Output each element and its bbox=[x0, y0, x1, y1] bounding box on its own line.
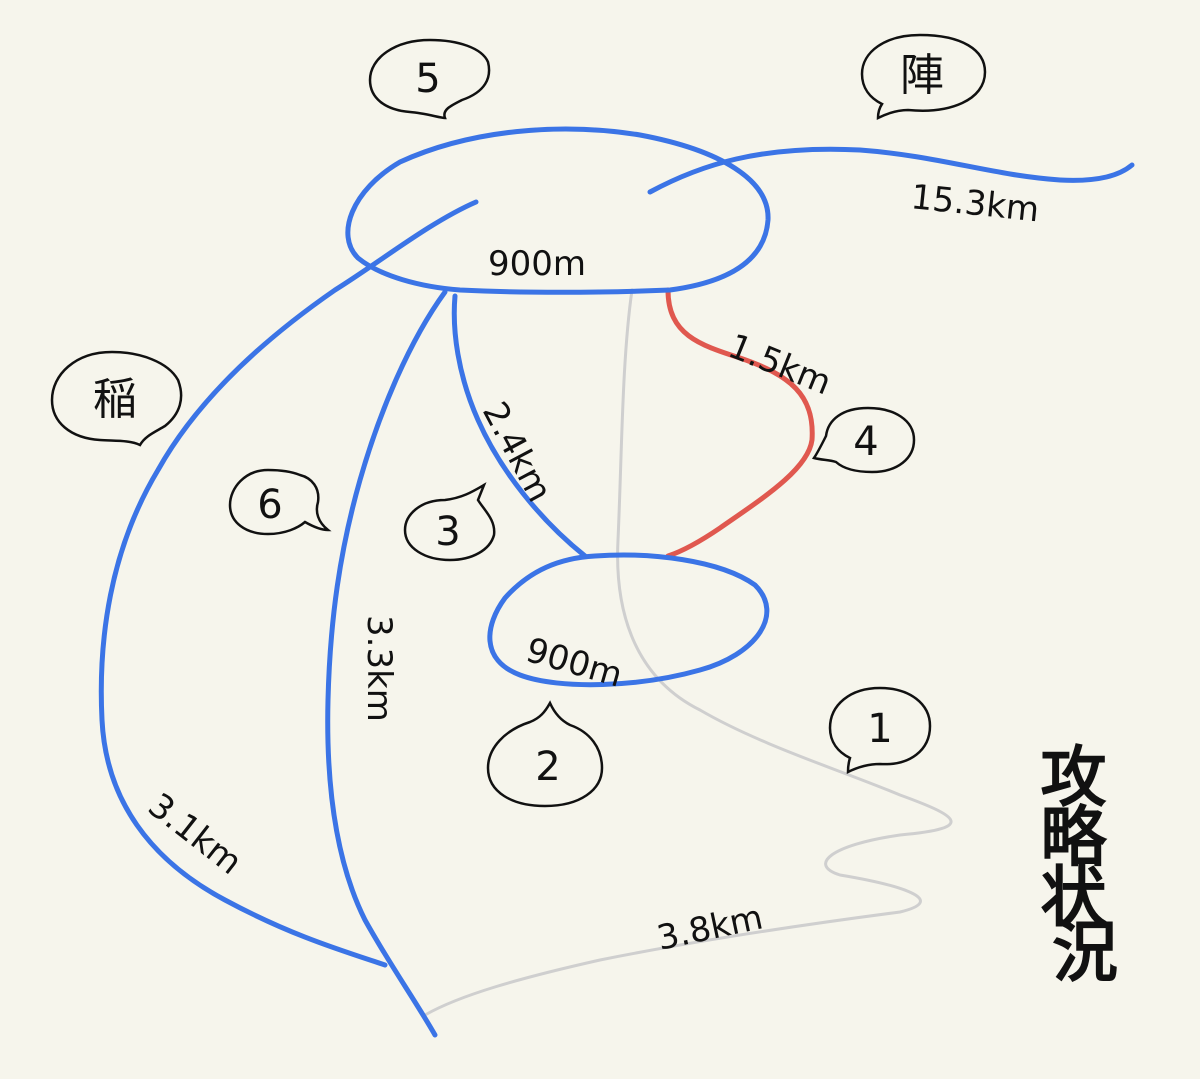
bubble-jin-outline bbox=[860, 33, 987, 121]
bubble-5-outline bbox=[368, 38, 491, 120]
east-route-distance: 15.3km bbox=[909, 177, 1041, 230]
gray-route-distance: 3.8km bbox=[654, 897, 767, 958]
top-loop bbox=[345, 126, 771, 295]
bottom-loop bbox=[487, 552, 770, 688]
middle-route bbox=[325, 289, 448, 1038]
red-route bbox=[665, 287, 815, 559]
inner-route bbox=[451, 293, 588, 559]
bubble-1-label: 1 bbox=[867, 706, 892, 752]
bubble-4-label: 4 bbox=[853, 419, 878, 465]
title: 攻 略 状 況 bbox=[1041, 739, 1130, 991]
bubble-2-outline bbox=[486, 700, 604, 808]
inner-route-distance: 2.4km bbox=[474, 395, 560, 508]
bubble-6-label: 6 bbox=[257, 482, 282, 528]
middle-route-distance: 3.3km bbox=[359, 615, 399, 722]
gray-route bbox=[423, 288, 953, 1017]
bubble-6-outline bbox=[228, 468, 332, 536]
bubble-1-outline bbox=[828, 686, 932, 775]
bubble-2-label: 2 bbox=[535, 744, 560, 790]
east-route bbox=[647, 146, 1135, 195]
bubble-jin-label: 陣 bbox=[900, 50, 944, 101]
bubble-4-outline bbox=[811, 406, 916, 474]
bubble-3-outline bbox=[403, 482, 496, 562]
bubble-3-label: 3 bbox=[435, 509, 460, 555]
bubble-5-label: 5 bbox=[415, 56, 440, 102]
west-route bbox=[98, 199, 479, 968]
bubble-ina-label: 稲 bbox=[93, 374, 137, 425]
bubble-ina-outline bbox=[50, 350, 183, 447]
top-loop-distance: 900m bbox=[488, 244, 586, 284]
west-route-distance: 3.1km bbox=[140, 786, 249, 883]
red-route-distance: 1.5km bbox=[723, 326, 837, 403]
